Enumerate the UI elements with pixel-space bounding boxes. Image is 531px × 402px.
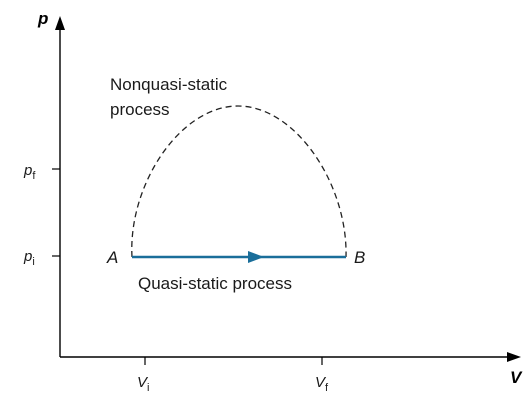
point-a-label: A: [106, 248, 118, 267]
y-axis-arrow-icon: [55, 16, 65, 30]
x-tick-label-vi: Vi: [137, 374, 149, 394]
y-tick-label-pf: pf: [23, 162, 36, 182]
nonquasi-static-label-line1: Nonquasi-static: [110, 75, 228, 94]
y-axis-label: p: [37, 9, 48, 28]
nonquasi-static-label-line2: process: [110, 100, 170, 119]
y-tick-label-pi: pi: [23, 248, 35, 268]
direction-arrow-icon: [248, 251, 264, 263]
x-axis-arrow-icon: [507, 352, 521, 362]
quasi-static-label: Quasi-static process: [138, 274, 292, 293]
x-tick-label-vf: Vf: [315, 374, 329, 394]
x-axis-label: V: [510, 368, 523, 387]
point-b-label: B: [354, 248, 365, 267]
nonquasi-static-path: [131, 105, 347, 258]
